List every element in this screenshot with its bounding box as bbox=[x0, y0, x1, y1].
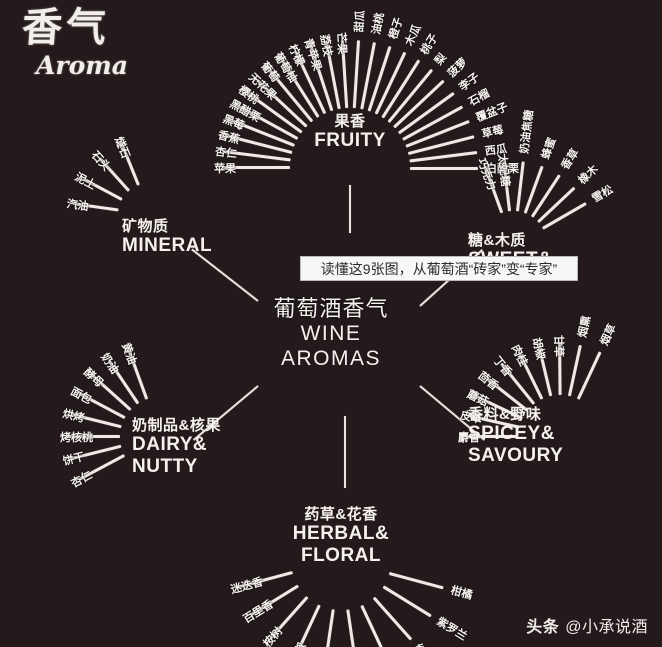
aroma-label: 橡木 bbox=[576, 163, 601, 187]
wine-aromas-hub: 葡萄酒香气 WINE AROMAS bbox=[231, 296, 431, 371]
aroma-label: 苹果 bbox=[214, 163, 236, 175]
category-dairy-cjk: 奶制品&核果 bbox=[132, 417, 221, 434]
aroma-label: 芒果 bbox=[334, 31, 348, 55]
aroma-label: 汽油 bbox=[65, 198, 90, 214]
category-sweet-cjk: 糖&木质 bbox=[468, 232, 526, 249]
aroma-ray-line bbox=[382, 584, 433, 617]
aroma-label: 紫罗兰 bbox=[434, 615, 469, 644]
hub-label-en-line1: WINE bbox=[300, 321, 362, 345]
category-herbal-en: HERBAL& bbox=[292, 523, 390, 545]
aroma-label: 青椒 bbox=[286, 640, 310, 647]
aroma-ray-line bbox=[536, 186, 576, 223]
aroma-label: 太妃糖 bbox=[495, 153, 512, 188]
aroma-title: 香气 Aroma bbox=[20, 4, 172, 98]
aroma-label: 杏仁 bbox=[69, 469, 95, 491]
aroma-ray-line bbox=[410, 166, 478, 170]
category-dairy-en: DAIRY& bbox=[132, 434, 208, 456]
category-fruity-en: FRUITY bbox=[314, 130, 386, 152]
aroma-label: 烤核桃 bbox=[60, 432, 93, 444]
hub-label-cjk: 葡萄酒香气 bbox=[273, 296, 389, 321]
aroma-label: 香草 bbox=[559, 147, 582, 172]
aroma-ray-line bbox=[346, 609, 358, 647]
category-herbal-cjk: 药草&花香 bbox=[304, 506, 378, 523]
aroma-ray-line bbox=[294, 604, 322, 647]
aroma-title-latin: Aroma bbox=[36, 51, 128, 80]
aroma-label: 百里香 bbox=[241, 598, 276, 626]
promo-banner: 读懂这9张图，从葡萄酒“砖家”变“专家” bbox=[300, 256, 578, 281]
aroma-label: 草莓 bbox=[480, 123, 505, 141]
aroma-label: 面包 bbox=[68, 385, 94, 407]
hub-label-en-line2: AROMAS bbox=[280, 346, 381, 370]
aroma-label: 燧石 bbox=[112, 135, 132, 161]
watermark-user: @小承说酒 bbox=[565, 619, 648, 636]
aroma-label: 烟熏 bbox=[576, 314, 594, 339]
aroma-ray-line bbox=[576, 351, 602, 400]
category-fruity-cjk: 果香 bbox=[334, 113, 366, 130]
aroma-ray-line bbox=[541, 201, 587, 230]
category-spicey-en: SPICEY& bbox=[468, 423, 555, 445]
hub-connector-to-herbal bbox=[344, 416, 346, 488]
aroma-ray-line bbox=[567, 344, 582, 397]
aroma-label: 烘烤 bbox=[61, 407, 86, 425]
aroma-label: 甜瓜 bbox=[353, 9, 367, 33]
aroma-ray-line bbox=[388, 571, 444, 589]
category-dairy-en-2: NUTTY bbox=[132, 455, 198, 477]
aroma-ray-line bbox=[373, 596, 413, 641]
aroma-label: 黄油 bbox=[119, 341, 139, 367]
aroma-label: 奶油焦糖 bbox=[518, 109, 536, 155]
aroma-label: 蜂蜜 bbox=[539, 136, 559, 161]
aroma-title-cjk: 香气 bbox=[20, 4, 112, 51]
aroma-label: 雪松 bbox=[590, 183, 616, 206]
promo-banner-text: 读懂这9张图，从葡萄酒“砖家”变“专家” bbox=[320, 260, 558, 277]
hub-connector-to-fruity bbox=[349, 185, 351, 233]
aroma-ray-line bbox=[409, 150, 478, 162]
category-spicey-en-2: SAVOURY bbox=[468, 444, 564, 466]
watermark-brand: 头条 bbox=[526, 619, 560, 636]
aroma-ray-line bbox=[352, 40, 360, 109]
aroma-label: 柑橘 bbox=[449, 584, 474, 602]
aroma-label: 烟草 bbox=[598, 322, 619, 348]
aroma-label: 红玫瑰 bbox=[411, 640, 445, 647]
aroma-ray-line bbox=[324, 609, 336, 647]
watermark: 头条 @小承说酒 bbox=[526, 613, 648, 637]
category-mineral-cjk: 矿物质 bbox=[122, 218, 169, 235]
aroma-label: 泥土 bbox=[72, 171, 98, 193]
aroma-label: 甘草 bbox=[552, 334, 565, 358]
aroma-label: 饼干 bbox=[61, 451, 87, 468]
category-herbal-en-2: FLORAL bbox=[300, 544, 382, 566]
category-mineral-en: MINERAL bbox=[122, 235, 213, 257]
aroma-label: 迷迭香 bbox=[229, 576, 265, 597]
aroma-ray-line bbox=[360, 604, 388, 647]
category-spicey-cjk: 香料&野味 bbox=[468, 406, 542, 423]
aroma-label: 胡椒 bbox=[529, 336, 547, 361]
